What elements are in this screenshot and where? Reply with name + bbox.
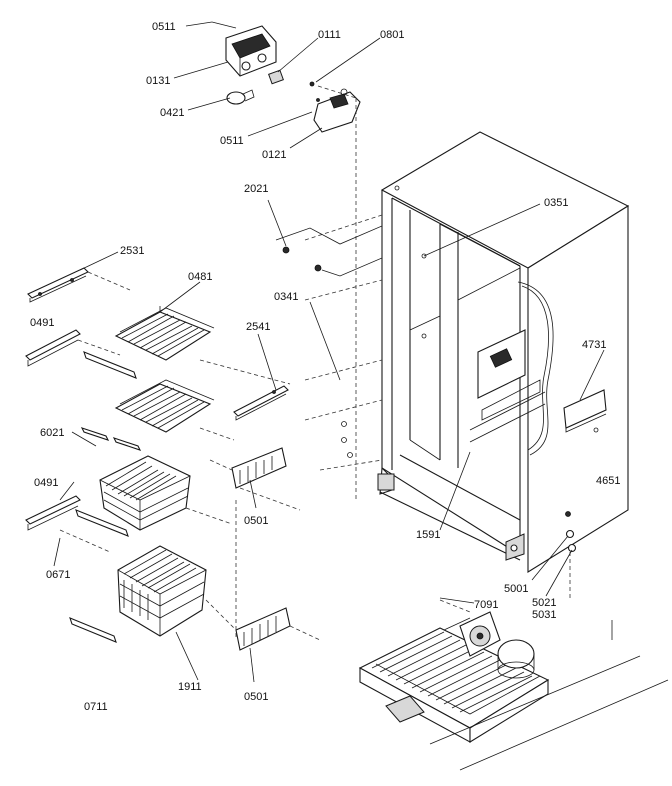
label-2531: 2531: [120, 245, 144, 257]
label-0801: 0801: [380, 29, 404, 41]
label-4651: 4651: [596, 475, 620, 487]
label-0131: 0131: [146, 75, 170, 87]
leader-lines: [53, 21, 605, 683]
label-0121: 0121: [262, 149, 286, 161]
label-1911: 1911: [178, 681, 202, 693]
wire-shelf-upper: [114, 306, 215, 361]
bottom-slide: [69, 617, 117, 643]
basket-rail-lower: [25, 495, 129, 537]
label-6021: 6021: [40, 427, 64, 439]
label-5021: 5021: [532, 597, 556, 609]
label-0341: 0341: [274, 291, 298, 303]
label-5001: 5001: [504, 583, 528, 595]
shelf-rail-right: [233, 385, 289, 421]
label-7091: 7091: [474, 599, 498, 611]
label-5031: 5031: [532, 609, 556, 621]
label-0511-mid: 0511: [220, 135, 244, 147]
slide-rails: [80, 427, 142, 451]
label-0501-upper: 0501: [244, 515, 268, 527]
fan-assembly: [211, 21, 361, 133]
label-2021: 2021: [244, 183, 268, 195]
assembly-guides: [59, 271, 321, 641]
label-0111: 0111: [318, 29, 341, 41]
machine-compartment: [358, 552, 669, 771]
label-0511-top: 0511: [152, 21, 176, 33]
control-clip: [275, 225, 383, 277]
label-0501-lower: 0501: [244, 691, 268, 703]
shelf-rail-mid: [25, 329, 137, 379]
screws: [565, 511, 577, 553]
part-labels: 0511 0111 0801 0131 0421 0511 0121 2021 …: [30, 21, 620, 713]
basket-front-upper: [231, 447, 287, 489]
wire-shelf-lower: [114, 379, 215, 433]
label-0421: 0421: [160, 107, 184, 119]
basket-front-lower: [235, 607, 291, 651]
label-0671: 0671: [46, 569, 70, 581]
label-2541: 2541: [246, 321, 270, 333]
label-0351: 0351: [544, 197, 568, 209]
label-0491-lower: 0491: [34, 477, 58, 489]
label-4731: 4731: [582, 339, 606, 351]
label-1591: 1591: [416, 529, 440, 541]
cabinet: [304, 110, 630, 573]
label-0481: 0481: [188, 271, 212, 283]
label-0491-upper: 0491: [30, 317, 54, 329]
label-0711: 0711: [84, 701, 108, 713]
side-bracket: [563, 389, 607, 433]
shelf-rail-upper: [27, 267, 89, 303]
wire-basket-upper: [99, 455, 191, 531]
wire-basket-lower: [117, 545, 207, 637]
